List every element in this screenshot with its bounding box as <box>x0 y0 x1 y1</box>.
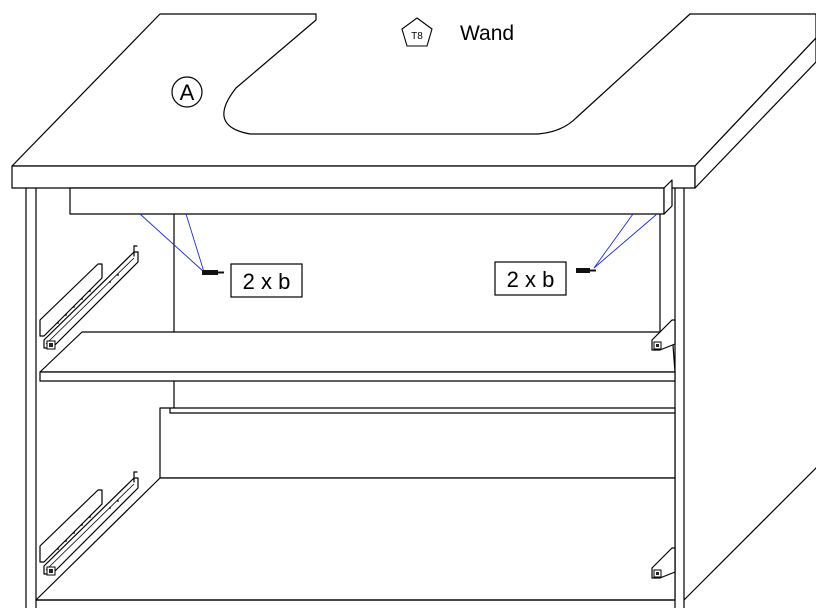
screw-guide-lines <box>139 213 658 273</box>
pentagon-icon <box>401 17 433 47</box>
back-panel <box>173 213 661 409</box>
right-side-panel <box>674 185 816 608</box>
screw-callout-right: 2 x b <box>494 261 567 296</box>
drawer-runner-lower-left <box>39 471 139 576</box>
bottom-panel <box>35 477 676 601</box>
screw-icon-left <box>202 270 224 275</box>
left-side-panel <box>25 187 37 608</box>
screw-callout-left-text: 2 x b <box>243 269 291 294</box>
tool-marker-t8: T8 <box>401 17 433 47</box>
screw-callout-left: 2 x b <box>230 263 303 298</box>
wall-label: Wand <box>460 22 514 45</box>
middle-shelf <box>39 331 676 382</box>
part-marker-label: A <box>180 80 195 105</box>
countertop <box>11 13 816 189</box>
screw-icon-right <box>576 268 596 273</box>
top-rail <box>69 179 673 215</box>
drawer-runner-upper-right <box>651 319 676 351</box>
drawer-runner-upper-left <box>39 245 139 350</box>
screw-callout-right-text: 2 x b <box>507 267 555 292</box>
tool-code-label: T8 <box>411 31 423 42</box>
lower-drawer-back <box>159 407 676 479</box>
part-marker-a: A <box>171 76 203 108</box>
drawer-runner-lower-right <box>651 547 676 579</box>
